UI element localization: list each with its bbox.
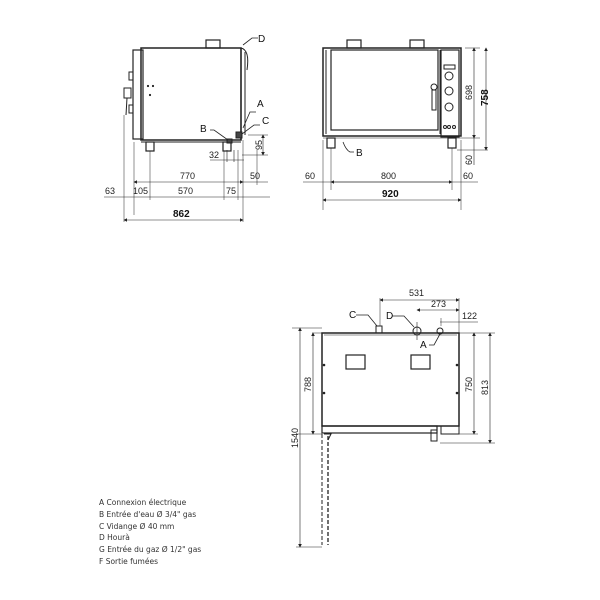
dim-60-left: 60: [305, 171, 315, 181]
dim-698: 698: [464, 85, 474, 100]
side-view-text: D A C B 95 32 770 50 63 105 570 75 862: [105, 34, 269, 220]
legend-item-b: B Entrée d'eau Ø 3/4" gas: [99, 509, 197, 519]
dim-105: 105: [133, 186, 148, 196]
legend-item-c: C Vidange Ø 40 mm: [99, 521, 175, 531]
dim-122: 122: [462, 311, 477, 321]
legend: A Connexion électrique B Entrée d'eau Ø …: [99, 497, 201, 568]
dim-570: 570: [178, 186, 193, 196]
label-D-top: D: [386, 311, 393, 322]
side-view: [104, 37, 270, 222]
label-A-top: A: [420, 340, 427, 351]
dim-32: 32: [209, 150, 219, 160]
label-B-front: B: [356, 148, 363, 159]
dim-770: 770: [180, 171, 195, 181]
dim-920: 920: [382, 189, 399, 200]
front-view: [303, 39, 488, 210]
top-view: [292, 298, 495, 548]
dim-60-right: 60: [463, 171, 473, 181]
dim-750: 750: [464, 377, 474, 392]
label-C-top: C: [349, 310, 356, 321]
dim-63: 63: [105, 186, 115, 196]
dim-95: 95: [254, 140, 264, 150]
dim-862: 862: [173, 209, 190, 220]
dim-75: 75: [226, 186, 236, 196]
dim-273: 273: [431, 299, 446, 309]
legend-item-d: D Hourà: [99, 533, 130, 543]
dim-50: 50: [250, 171, 260, 181]
legend-item-f: F Sortie fumées: [99, 556, 158, 566]
label-D: D: [258, 34, 265, 45]
label-A: A: [257, 99, 264, 110]
label-C: C: [262, 116, 269, 127]
dim-788: 788: [303, 377, 313, 392]
dim-531: 531: [409, 288, 424, 298]
front-view-text: B 698 758 60 60 800 60 920: [305, 85, 491, 200]
label-B: B: [200, 124, 207, 135]
dim-60-legs: 60: [464, 155, 474, 165]
dim-813: 813: [480, 380, 490, 395]
legend-item-a: A Connexion électrique: [99, 498, 187, 507]
dim-800: 800: [381, 171, 396, 181]
top-view-text: 531 273 122 C D A 788 750 813 1540: [290, 288, 490, 448]
dim-1540: 1540: [290, 428, 300, 448]
legend-item-g: G Entrée du gaz Ø 1/2" gas: [99, 545, 202, 555]
dim-758: 758: [480, 89, 491, 106]
